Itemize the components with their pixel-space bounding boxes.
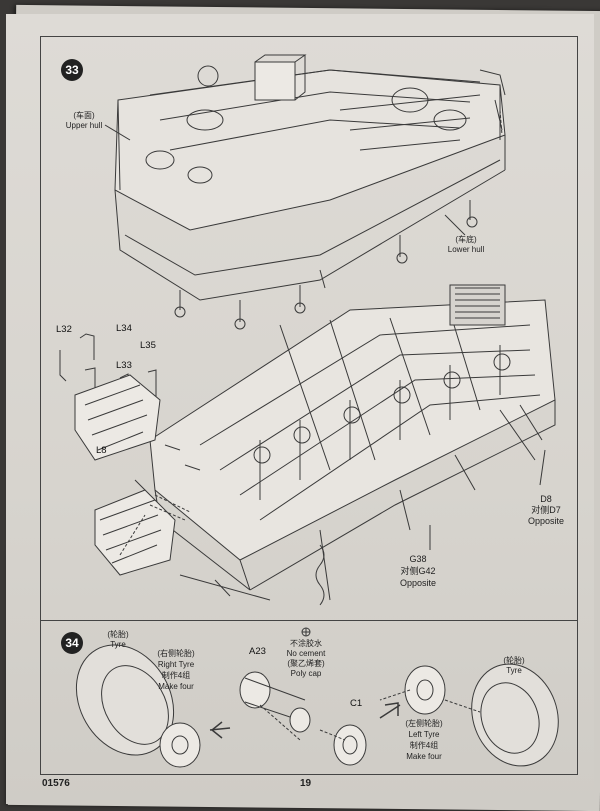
lower-hull-drawing: [59, 284, 556, 606]
part-l8: L8: [96, 445, 107, 456]
tyre-left-cn: (轮胎): [107, 630, 129, 639]
g38-callout: G38 对侧G42 Opposite: [398, 553, 438, 589]
page-frame: [40, 36, 578, 775]
step-33-number: 33: [65, 63, 79, 77]
hub-assembly-drawing: [239, 671, 367, 766]
step-34-badge: 34: [61, 632, 83, 654]
lower-hull-label: (车底) Lower hull: [443, 235, 489, 255]
upper-hull-label: (车面) Upper hull: [62, 111, 106, 131]
poly-cap-en: Poly cap: [290, 669, 322, 678]
part-g38: G38: [409, 554, 427, 564]
right-tyre-cn: (右侧轮胎): [157, 649, 195, 658]
lower-hull-cn: (车底): [455, 235, 477, 244]
d8-callout: D8 对侧D7 Opposite: [520, 494, 572, 527]
tyre-left-en: Tyre: [110, 640, 126, 649]
left-make-four-cn: 制作4组: [409, 741, 439, 750]
step-33-badge: 33: [61, 59, 83, 81]
no-cement-label: 不涂胶水 No cement (聚乙烯套) Poly cap: [275, 639, 337, 679]
left-make-four-en: Make four: [406, 752, 442, 761]
opposite-d7: 对侧D7: [531, 505, 561, 515]
part-c1: C1: [350, 698, 363, 709]
kit-number: 01576: [42, 778, 70, 789]
upper-hull-drawing: [114, 54, 506, 330]
part-l34: L34: [116, 323, 132, 334]
left-tyre-en: Left Tyre: [408, 730, 440, 739]
upper-hull-en: Upper hull: [65, 121, 103, 130]
part-l33: L33: [116, 360, 132, 371]
poly-cap-cn: (聚乙烯套): [287, 659, 325, 668]
opposite-g42-en: Opposite: [399, 578, 437, 588]
step-divider: [40, 620, 578, 621]
opposite-d7-en: Opposite: [527, 516, 565, 526]
left-tyre-drawing: [379, 663, 559, 767]
upper-hull-cn: (车面): [73, 111, 95, 120]
lower-hull-en: Lower hull: [447, 245, 485, 254]
right-tyre-label: (右侧轮胎) Right Tyre 制作4组 Make four: [146, 648, 206, 692]
right-make-four-en: Make four: [158, 682, 194, 691]
step-34-number: 34: [65, 636, 79, 650]
part-l32: L32: [56, 324, 72, 335]
right-tyre-drawing: [75, 644, 231, 768]
left-tyre-label: (左侧轮胎) Left Tyre 制作4组 Make four: [396, 718, 452, 762]
part-d8: D8: [540, 494, 552, 504]
tyre-right-cn: (轮胎): [503, 656, 525, 665]
no-cement-cn: 不涂胶水: [290, 639, 322, 648]
tyre-right-en: Tyre: [506, 666, 522, 675]
part-a23: A23: [249, 646, 266, 657]
page-number: 19: [300, 778, 312, 789]
right-tyre-en: Right Tyre: [157, 660, 195, 669]
opposite-g42: 对侧G42: [400, 566, 436, 576]
no-cement-en: No cement: [286, 649, 326, 658]
left-tyre-cn: (左侧轮胎): [405, 719, 443, 728]
part-l35: L35: [140, 340, 156, 351]
tyre-right-label: (轮胎) Tyre: [496, 656, 532, 676]
right-make-four-cn: 制作4组: [161, 671, 191, 680]
tyre-left-label: (轮胎) Tyre: [100, 630, 136, 650]
